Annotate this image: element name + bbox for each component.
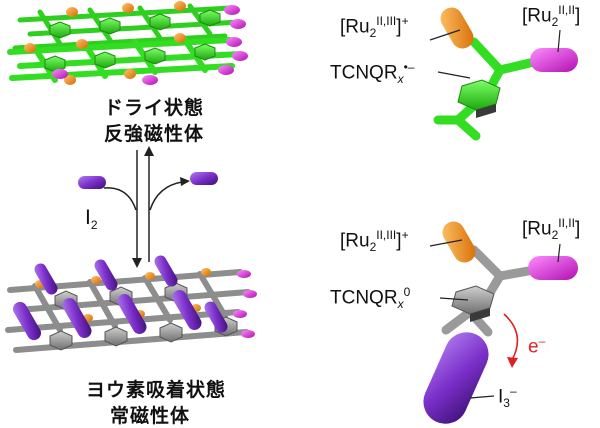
top-ru-plain-label: [Ru2II,II] xyxy=(522,3,580,29)
iodine-state-title-line1: ヨウ素吸着状態 xyxy=(86,379,227,401)
bottom-ru-mixed-sub: 2 xyxy=(369,240,377,255)
top-ru-mixed-tail: ] xyxy=(396,16,402,38)
bottom-ru-mixed-tail: ] xyxy=(396,230,402,252)
dry-framework-lattice xyxy=(7,1,248,85)
iodine-label-sub: 2 xyxy=(90,218,98,233)
top-ru-mixed-charge: + xyxy=(401,14,409,28)
triiodide-label-base: I xyxy=(498,386,504,408)
iodine-state-title-line2: 常磁性体 xyxy=(110,405,191,427)
bottom-ru-plain-label: [Ru2II,II] xyxy=(522,216,580,242)
bottom-ru-plain-base: [Ru xyxy=(522,218,552,240)
top-tcnq-label: TCNQRx•– xyxy=(330,60,414,86)
iodine-molecule-out xyxy=(190,172,218,185)
triiodide-label-sup: – xyxy=(509,384,517,398)
top-tcnq-base: TCNQR xyxy=(330,62,398,84)
iodine-label: I2 xyxy=(85,206,98,232)
bottom-tcnq-sup: 0 xyxy=(403,285,411,299)
top-ru-mixed-label: [Ru2II,III]+ xyxy=(340,14,409,40)
dry-state-molecule xyxy=(429,7,578,141)
bottom-ru-mixed-label: [Ru2II,III]+ xyxy=(340,228,409,254)
dry-state-title: ドライ状態 xyxy=(104,93,204,120)
bottom-ru-mixed-sup: II,III xyxy=(376,228,397,242)
iodine-adsorbed-framework-lattice xyxy=(5,255,257,353)
bottom-ru-plain-sub: 2 xyxy=(551,228,559,243)
bottom-tcnq-sub: x xyxy=(397,297,404,312)
electron-label-sup: – xyxy=(538,334,546,348)
adsorption-desorption-arrows xyxy=(103,146,190,268)
electron-label-base: e xyxy=(528,336,539,358)
iodine-label-base: I xyxy=(85,206,91,229)
top-ru-plain-sup: II,II xyxy=(558,3,575,17)
iodine-state-subtitle: 常磁性体 xyxy=(110,401,190,428)
bottom-tcnq-label: TCNQRx0 xyxy=(330,285,410,311)
top-ru-mixed-sup: II,III xyxy=(376,14,397,28)
top-tcnq-sup: •– xyxy=(403,60,415,74)
iodine-molecule-in xyxy=(78,176,106,189)
dry-state-subtitle: 反強磁性体 xyxy=(104,119,204,146)
top-ru-mixed-base: [Ru xyxy=(340,16,370,38)
top-ru-plain-tail: ] xyxy=(574,5,581,27)
electron-label: e– xyxy=(528,334,545,358)
dry-state-title-line2: 反強磁性体 xyxy=(104,123,205,145)
top-ru-plain-base: [Ru xyxy=(522,5,552,27)
bottom-ru-plain-sup: II,II xyxy=(558,216,575,230)
triiodide-label-sub: 3 xyxy=(503,396,510,411)
iodine-state-title: ヨウ素吸着状態 xyxy=(86,375,226,402)
top-ru-plain-sub: 2 xyxy=(551,15,559,30)
top-ru-mixed-sub: 2 xyxy=(369,26,377,41)
bottom-tcnq-base: TCNQR xyxy=(330,287,398,309)
bottom-ru-mixed-base: [Ru xyxy=(340,230,370,252)
triiodide-label: I3– xyxy=(498,384,517,410)
top-tcnq-sub: x xyxy=(397,72,404,87)
bottom-ru-plain-tail: ] xyxy=(574,218,581,240)
adsorbed-state-molecule xyxy=(423,221,578,424)
dry-state-title-line1: ドライ状態 xyxy=(104,97,205,119)
bottom-ru-mixed-charge: + xyxy=(401,228,409,242)
